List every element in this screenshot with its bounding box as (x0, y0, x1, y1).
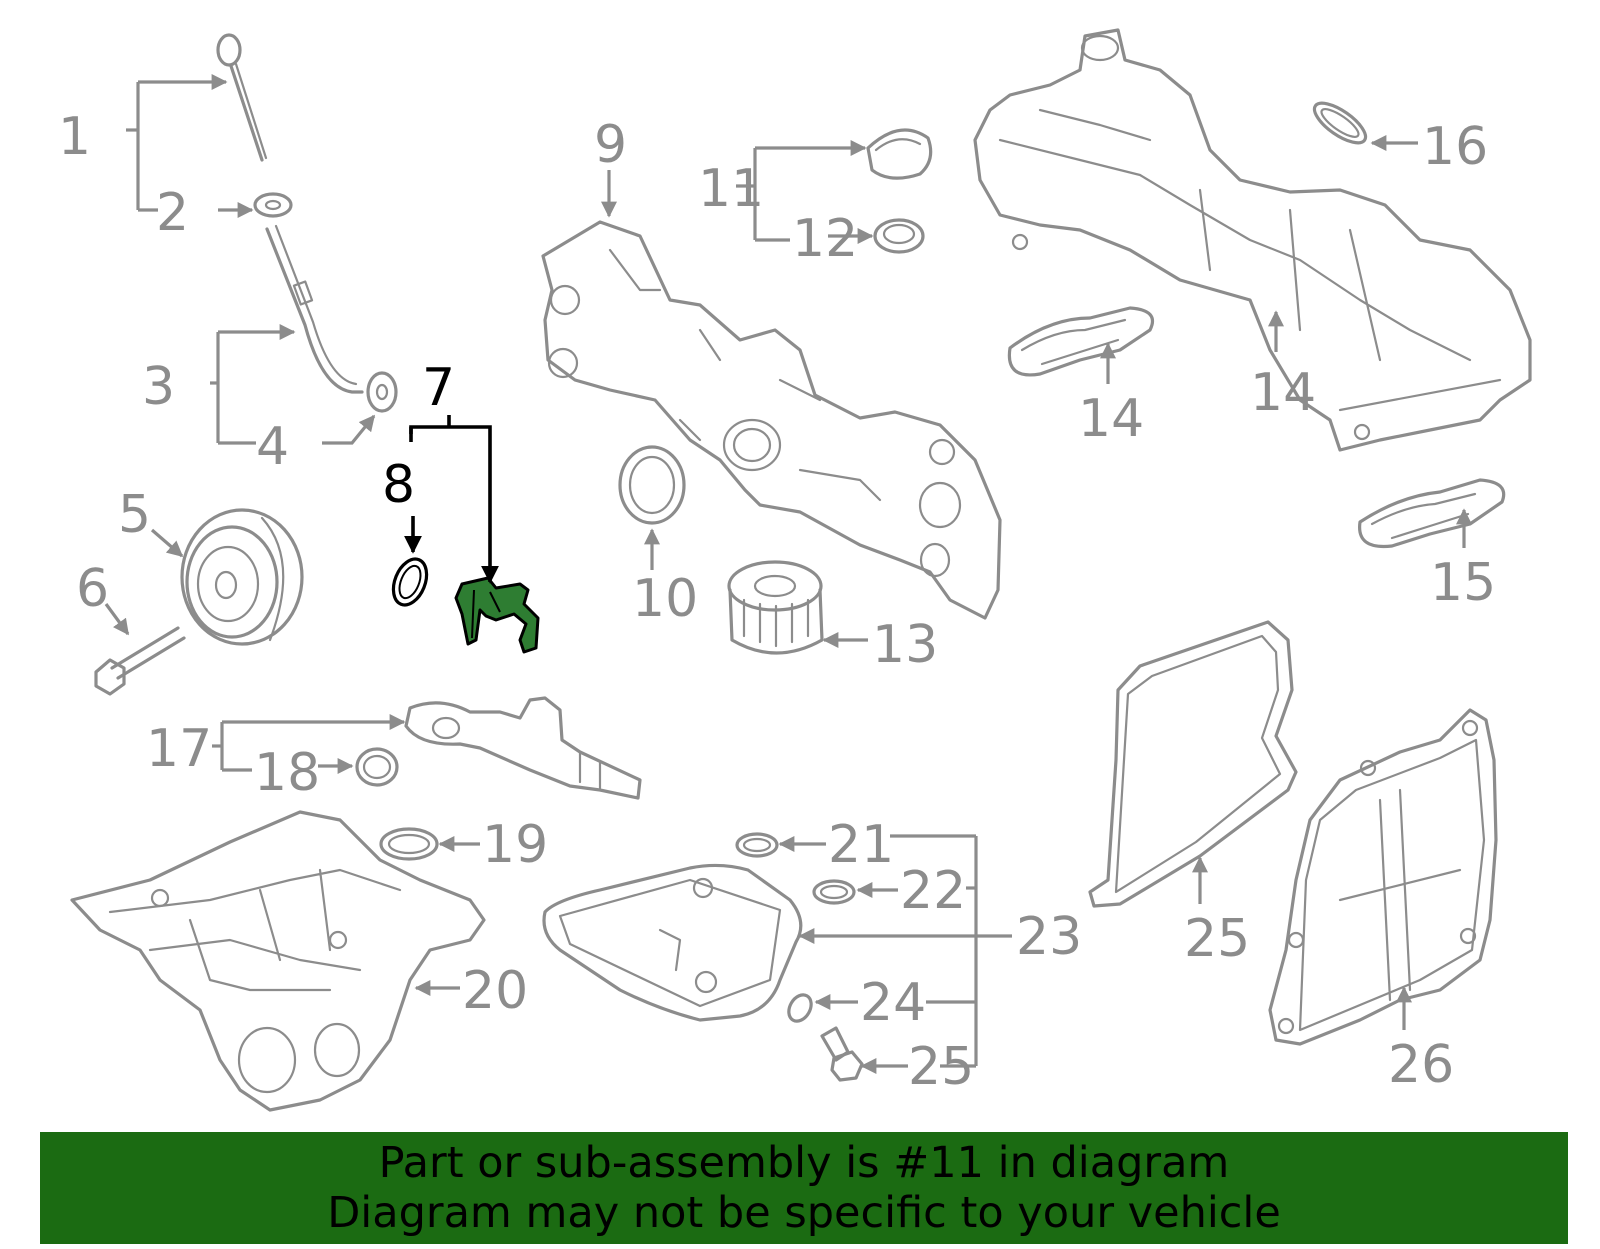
part-4-oil-seal (618, 445, 686, 525)
callout-21: 3 (142, 357, 175, 417)
callout-4: 10 (632, 569, 698, 629)
part-2-bolt (94, 626, 186, 696)
callout-2: 6 (76, 559, 109, 619)
part-25-gasket-upper (1007, 306, 1155, 377)
callout-14-upper: 21 (828, 815, 894, 875)
part-1-pulley (180, 508, 304, 646)
callout-20: 2 (156, 183, 189, 243)
callout-17: 17 (146, 719, 212, 779)
part-10-o-ring (379, 827, 439, 861)
callout-6: 12 (792, 209, 858, 269)
part-24-intake-manifold (973, 28, 1532, 452)
callout-18: 18 (254, 743, 320, 803)
part-21-guide-tube (265, 224, 364, 394)
part-15-drain-plug (820, 1026, 864, 1082)
part-14-o-ring-upper (735, 832, 779, 858)
callout-labels: 1 2 3 4 5 6 7 8 9 10 11 12 13 14 14 15 1… (58, 107, 1496, 1097)
part-20-o-ring (253, 192, 293, 218)
part-22-o-ring (366, 371, 398, 413)
callout-24: 14 (1250, 363, 1316, 423)
part-18-o-ring (355, 747, 399, 787)
callout-12: 8 (382, 455, 415, 515)
part-23-oil-filter (727, 560, 824, 655)
callout-1: 5 (118, 485, 151, 545)
callout-26: 16 (1422, 117, 1488, 177)
callout-19: 1 (58, 107, 91, 167)
callout-15: 25 (908, 1037, 974, 1097)
part-6-gasket (873, 218, 925, 254)
callout-25-lower: 15 (1430, 553, 1496, 613)
callout-22: 4 (256, 417, 289, 477)
callout-14-lower: 22 (900, 861, 966, 921)
callout-10: 19 (482, 815, 548, 875)
callout-7: 26 (1388, 1035, 1454, 1095)
callout-13: 23 (1016, 907, 1082, 967)
part-7-cover (1268, 708, 1498, 1046)
callout-8: 25 (1184, 909, 1250, 969)
banner-line-1: Part or sub-assembly is #11 in diagram (378, 1138, 1230, 1188)
part-13-oil-pan-lower (542, 863, 803, 1022)
part-25-gasket-lower (1358, 478, 1506, 549)
part-9-oil-pan-upper (70, 810, 486, 1112)
part-19-dipstick (216, 33, 268, 162)
part-17-oil-strainer (404, 696, 642, 800)
callout-16: 24 (860, 973, 926, 1033)
callout-23: 13 (872, 615, 938, 675)
callout-25-upper: 14 (1078, 389, 1144, 449)
part-3-timing-cover (541, 220, 1002, 620)
part-11-highlighted[interactable] (454, 576, 540, 654)
info-banner: Part or sub-assembly is #11 in diagram D… (40, 1132, 1568, 1244)
callout-3: 9 (594, 115, 627, 175)
callout-11[interactable]: 7 (422, 358, 455, 418)
part-12-o-ring (391, 557, 429, 607)
callout-5: 11 (698, 159, 764, 219)
banner-line-2: Diagram may not be specific to your vehi… (327, 1188, 1281, 1238)
part-16-washer (787, 993, 813, 1023)
part-8-gasket (1088, 620, 1298, 908)
callout-9: 20 (462, 961, 528, 1021)
part-26-o-ring (1312, 101, 1368, 145)
part-14-o-ring-lower (812, 879, 856, 905)
part-5-cap (866, 128, 933, 180)
leader-lines (104, 82, 1472, 1074)
